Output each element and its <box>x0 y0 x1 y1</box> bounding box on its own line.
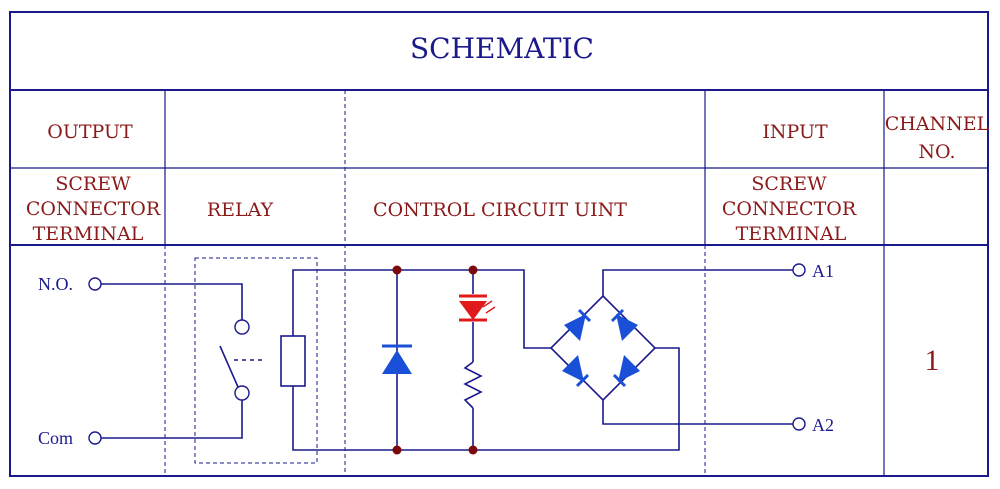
table-frame <box>9 11 989 477</box>
junction-dots <box>392 265 478 455</box>
bridge-rectifier-icon <box>562 308 640 388</box>
header-screw-out-2: CONNECTOR <box>26 198 161 220</box>
header-input: INPUT <box>762 121 828 143</box>
channel-number: 1 <box>925 344 940 377</box>
resistor-icon <box>463 361 483 409</box>
relay-wires <box>101 283 243 439</box>
terminal-a1-label: A1 <box>812 261 834 281</box>
header-screw-out-3: TERMINAL <box>33 223 144 245</box>
header-screw-out-1: SCREW <box>55 173 131 195</box>
terminal-no-label: N.O. <box>38 274 73 294</box>
control-wires <box>292 269 793 451</box>
header-relay: RELAY <box>207 199 274 221</box>
terminal-a1-circle <box>792 263 806 277</box>
schematic-title: SCHEMATIC <box>410 32 594 65</box>
relay-outline <box>194 257 318 464</box>
relay-contact-upper <box>234 319 250 335</box>
header-channel-line1: CHANNEL <box>885 113 990 135</box>
header-output: OUTPUT <box>47 121 133 143</box>
header-screw-in-3: TERMINAL <box>736 223 847 245</box>
terminal-a2-circle <box>792 417 806 431</box>
terminal-com-circle <box>88 431 102 445</box>
flyback-diode-icon <box>382 344 412 374</box>
terminal-no-circle <box>88 277 102 291</box>
terminal-com-label: Com <box>38 428 73 448</box>
led-indicator-icon <box>459 294 496 322</box>
header-channel-line2: NO. <box>918 141 955 163</box>
header-screw-in-2: CONNECTOR <box>722 198 857 220</box>
header-screw-in-1: SCREW <box>751 173 827 195</box>
relay-contact-lower <box>234 385 250 401</box>
relay-coil <box>280 335 306 387</box>
terminal-a2-label: A2 <box>812 415 834 435</box>
header-control-circuit: CONTROL CIRCUIT UINT <box>373 199 627 221</box>
relay-switch-arm <box>219 345 239 388</box>
